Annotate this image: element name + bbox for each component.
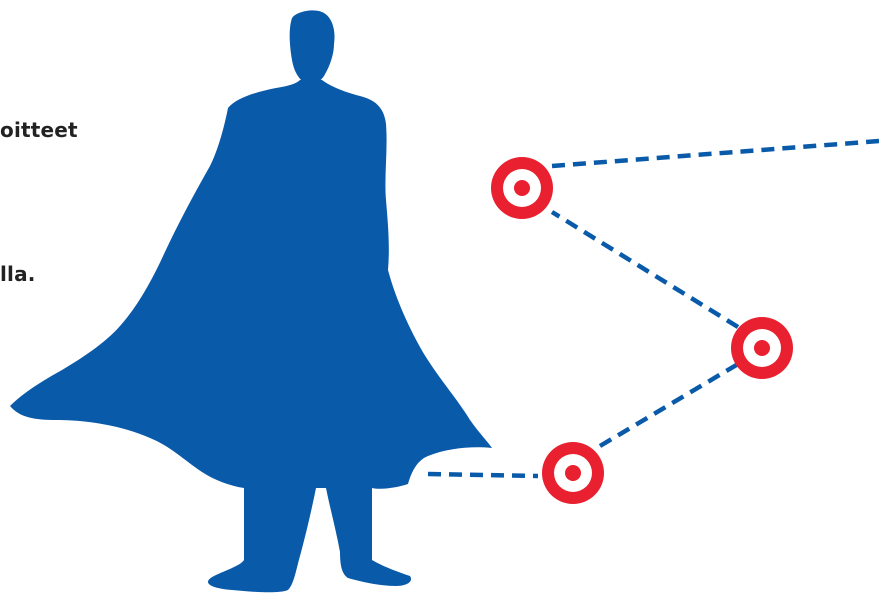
hero-body-cape <box>10 80 492 592</box>
hero-head <box>290 10 335 84</box>
target-icon <box>731 317 793 379</box>
path-segment-4 <box>552 141 879 166</box>
target-icon <box>542 442 604 504</box>
path-segment-3 <box>552 212 738 327</box>
caped-hero-silhouette <box>10 10 492 592</box>
path-segment-2 <box>600 364 738 446</box>
target-center <box>754 340 770 356</box>
path-segment-1 <box>428 474 538 476</box>
target-center <box>514 180 530 196</box>
target-icon <box>491 157 553 219</box>
target-center <box>565 465 581 481</box>
